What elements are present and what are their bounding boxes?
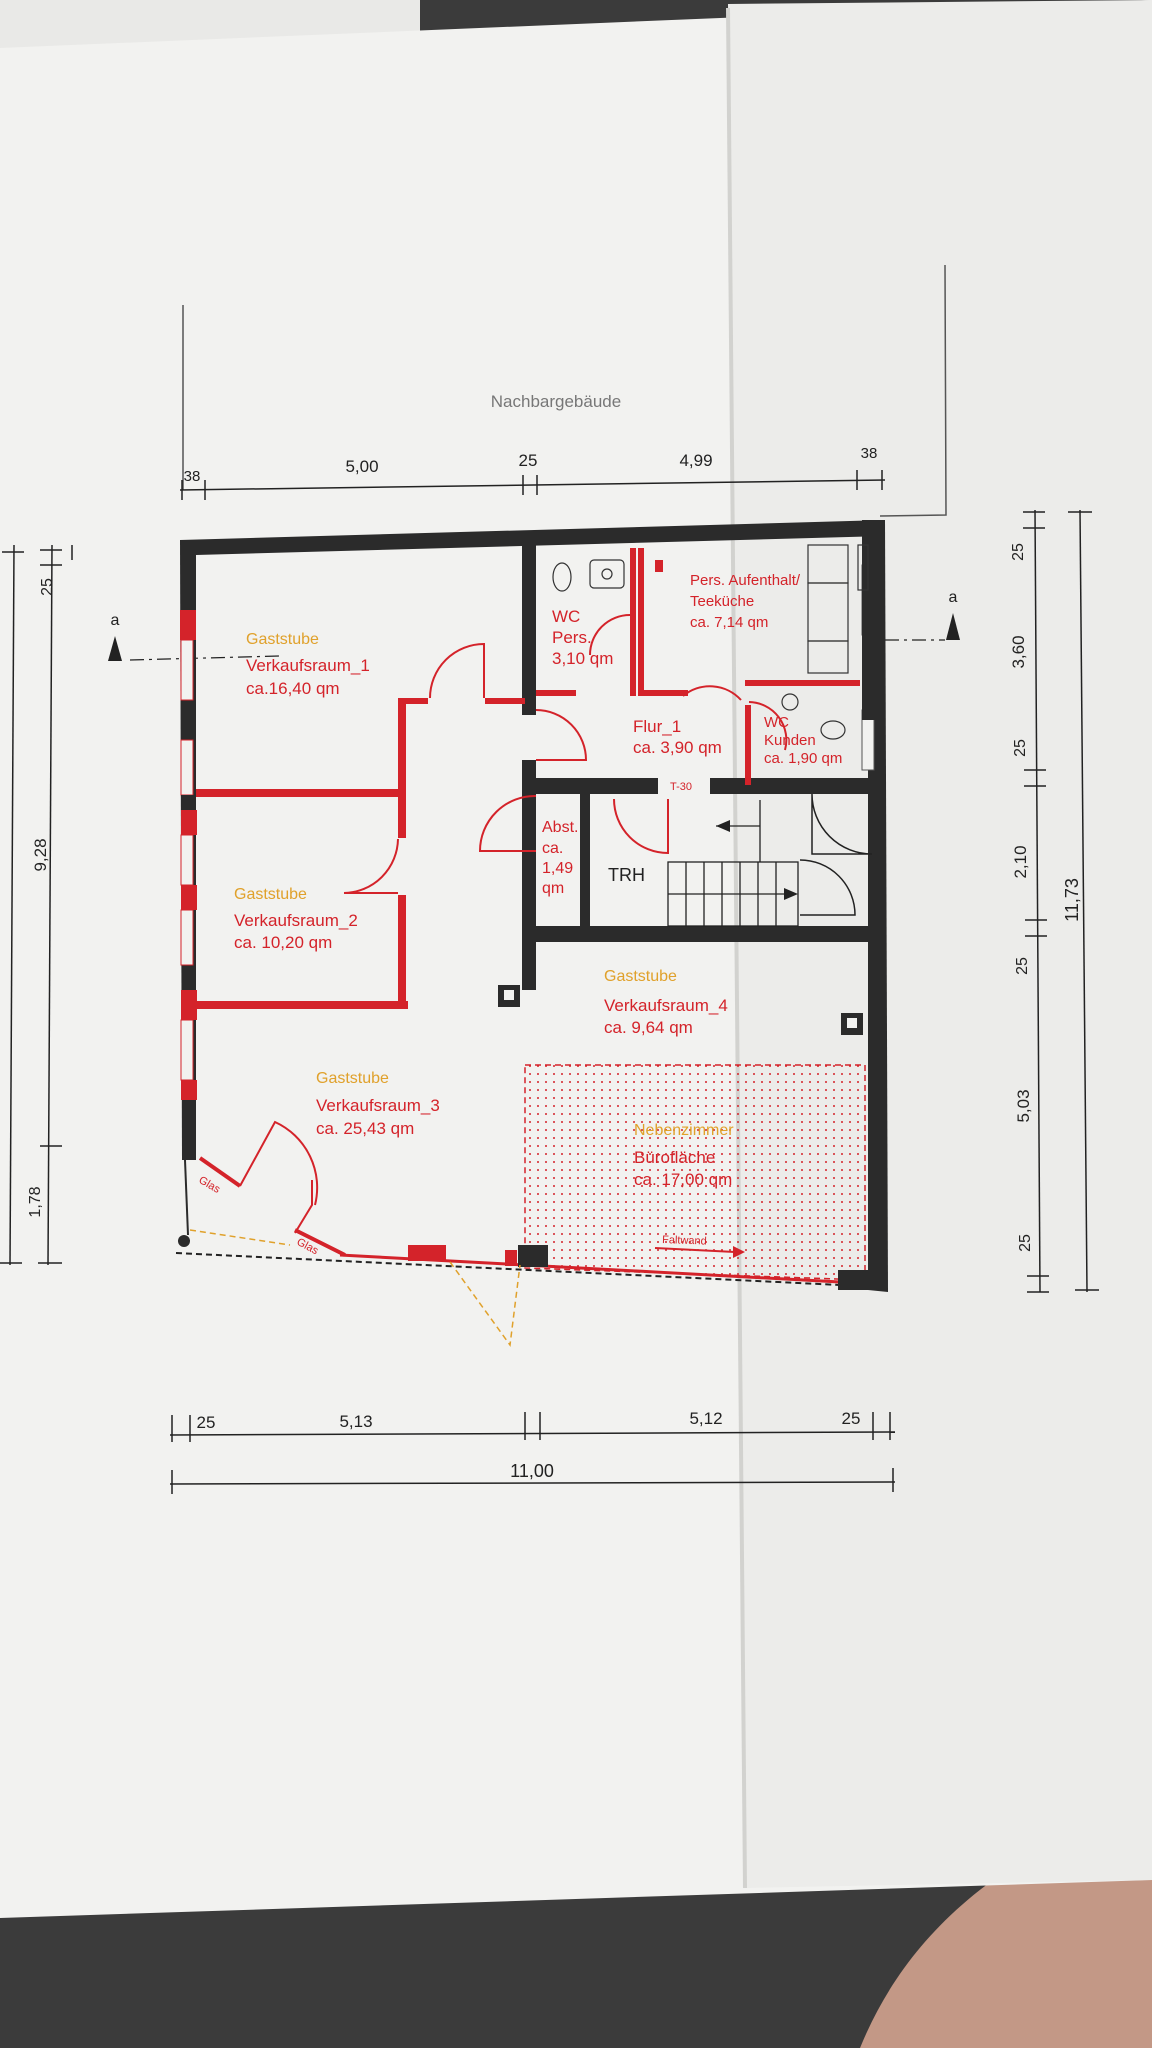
pers-aufenthalt-l3: ca. 7,14 qm	[690, 614, 768, 631]
room-verkaufsraum-4: Gaststube Verkaufsraum_4 ca. 9,64 qm	[604, 968, 728, 1037]
room-4-old-label: Gaststube	[604, 968, 677, 985]
door-arcs	[343, 614, 788, 894]
room-nebenzimmer: Nebenzimmer Bürofläche ca. 17,00 qm	[634, 1122, 734, 1189]
dim-top-1: 5,00	[345, 457, 378, 476]
room-2-area: ca. 10,20 qm	[234, 933, 332, 952]
room-pers-aufenthalt: Pers. Aufenthalt/ Teeküche ca. 7,14 qm	[690, 572, 801, 631]
room-4-name: Verkaufsraum_4	[604, 996, 728, 1015]
section-line-left	[129, 655, 281, 661]
abst-l1: Abst.	[542, 819, 578, 836]
flur-l2: ca. 3,90 qm	[633, 738, 722, 757]
nebenzimmer-old-label: Nebenzimmer	[634, 1122, 734, 1139]
faltwand-arrow	[654, 1247, 736, 1253]
dim-bottom-1: 5,13	[339, 1412, 372, 1431]
door-arcs-black	[799, 793, 873, 916]
dim-left-0: 25	[39, 578, 56, 596]
walls-red	[196, 548, 860, 1009]
dim-top-4: 38	[861, 445, 878, 462]
dim-top-3: 4,99	[679, 451, 712, 470]
room-wc-pers: WC Pers. 3,10 qm	[552, 607, 613, 668]
room-wc-kunden: WC Kunden ca. 1,90 qm	[764, 714, 842, 767]
room-verkaufsraum-3: Gaststube Verkaufsraum_3 ca. 25,43 qm	[316, 1070, 440, 1138]
nebenzimmer-area: ca. 17,00 qm	[634, 1170, 732, 1189]
dim-right-5: 5,03	[1014, 1089, 1033, 1122]
wc-kunden-l1: WC	[764, 714, 789, 731]
dim-left-1: 9,28	[31, 838, 50, 871]
t30-label: T-30	[670, 781, 692, 793]
wc-pers-l2: Pers.	[552, 628, 592, 647]
section-marker-left: a	[111, 612, 120, 629]
dim-top-2: 25	[519, 451, 538, 470]
pers-aufenthalt-l2: Teeküche	[690, 593, 754, 610]
abst-l2: ca.	[542, 840, 563, 857]
abst-l4: qm	[542, 880, 564, 897]
wc-pers-l1: WC	[552, 607, 580, 626]
dim-bottom-3: 25	[842, 1409, 861, 1428]
dim-left-2: 1,78	[27, 1186, 44, 1217]
room-2-old-label: Gaststube	[234, 886, 307, 903]
stair-arrow-up-icon	[716, 820, 730, 832]
dim-bottom-total: 11,00	[510, 1461, 554, 1481]
section-marker-right-icon	[946, 613, 960, 640]
section-marker-right: a	[949, 589, 958, 606]
room-1-old-label: Gaststube	[246, 631, 319, 648]
stair-arrow-icon	[784, 888, 798, 900]
dim-right-0: 25	[1010, 543, 1027, 561]
column-inner-2	[847, 1018, 857, 1028]
section-marker-left-icon	[108, 636, 122, 661]
room-verkaufsraum-1: Gaststube Verkaufsraum_1 ca.16,40 qm	[246, 631, 370, 698]
room-2-name: Verkaufsraum_2	[234, 911, 358, 930]
room-3-old-label: Gaststube	[316, 1070, 389, 1087]
paper-right-half	[728, 0, 1152, 1888]
neighbor-outline-right	[879, 264, 947, 517]
wc-kunden-l2: Kunden	[764, 732, 816, 749]
flur-l1: Flur_1	[633, 717, 681, 736]
dimension-right	[1023, 509, 1099, 1293]
room-1-name: Verkaufsraum_1	[246, 656, 370, 675]
dim-right-3: 2,10	[1011, 845, 1030, 878]
faltwand-arrow-icon	[733, 1246, 745, 1258]
wc-kunden-l3: ca. 1,90 qm	[764, 750, 842, 767]
dimension-top	[179, 470, 886, 500]
dim-right-2: 25	[1012, 739, 1029, 757]
facade-bottom	[175, 1120, 868, 1347]
dimension-bottom	[169, 1412, 896, 1494]
dim-right-1: 3,60	[1009, 635, 1028, 668]
pers-aufenthalt-l1: Pers. Aufenthalt/	[690, 572, 801, 589]
room-3-area: ca. 25,43 qm	[316, 1119, 414, 1138]
dim-bottom-0: 25	[197, 1413, 216, 1432]
dim-right-6: 25	[1017, 1234, 1034, 1252]
wc-pers-l3: 3,10 qm	[552, 649, 613, 668]
dim-bottom-2: 5,12	[689, 1409, 722, 1428]
trh-label: TRH	[608, 865, 645, 885]
room-verkaufsraum-2: Gaststube Verkaufsraum_2 ca. 10,20 qm	[234, 886, 358, 952]
dim-right-total: 11,73	[1062, 878, 1082, 922]
neighbor-label: Nachbargebäude	[491, 392, 621, 411]
nebenzimmer-name: Bürofläche	[634, 1148, 715, 1167]
walls-interior	[498, 520, 882, 1035]
column-inner-1	[504, 990, 514, 1000]
fixtures	[552, 544, 869, 740]
faltwand-label: Faltwand	[662, 1234, 707, 1248]
dim-top-0: 38	[184, 468, 201, 485]
room-3-name: Verkaufsraum_3	[316, 1096, 440, 1115]
dimension-left	[0, 544, 73, 1266]
room-4-area: ca. 9,64 qm	[604, 1018, 693, 1037]
paper-fold	[726, 7, 747, 1889]
room-flur: Flur_1 ca. 3,90 qm	[633, 717, 722, 757]
room-abstellraum: Abst. ca. 1,49 qm	[542, 819, 578, 897]
dim-right-4: 25	[1014, 957, 1031, 975]
room-1-area: ca.16,40 qm	[246, 679, 340, 698]
abst-l3: 1,49	[542, 860, 573, 877]
windows-left	[180, 564, 875, 1100]
